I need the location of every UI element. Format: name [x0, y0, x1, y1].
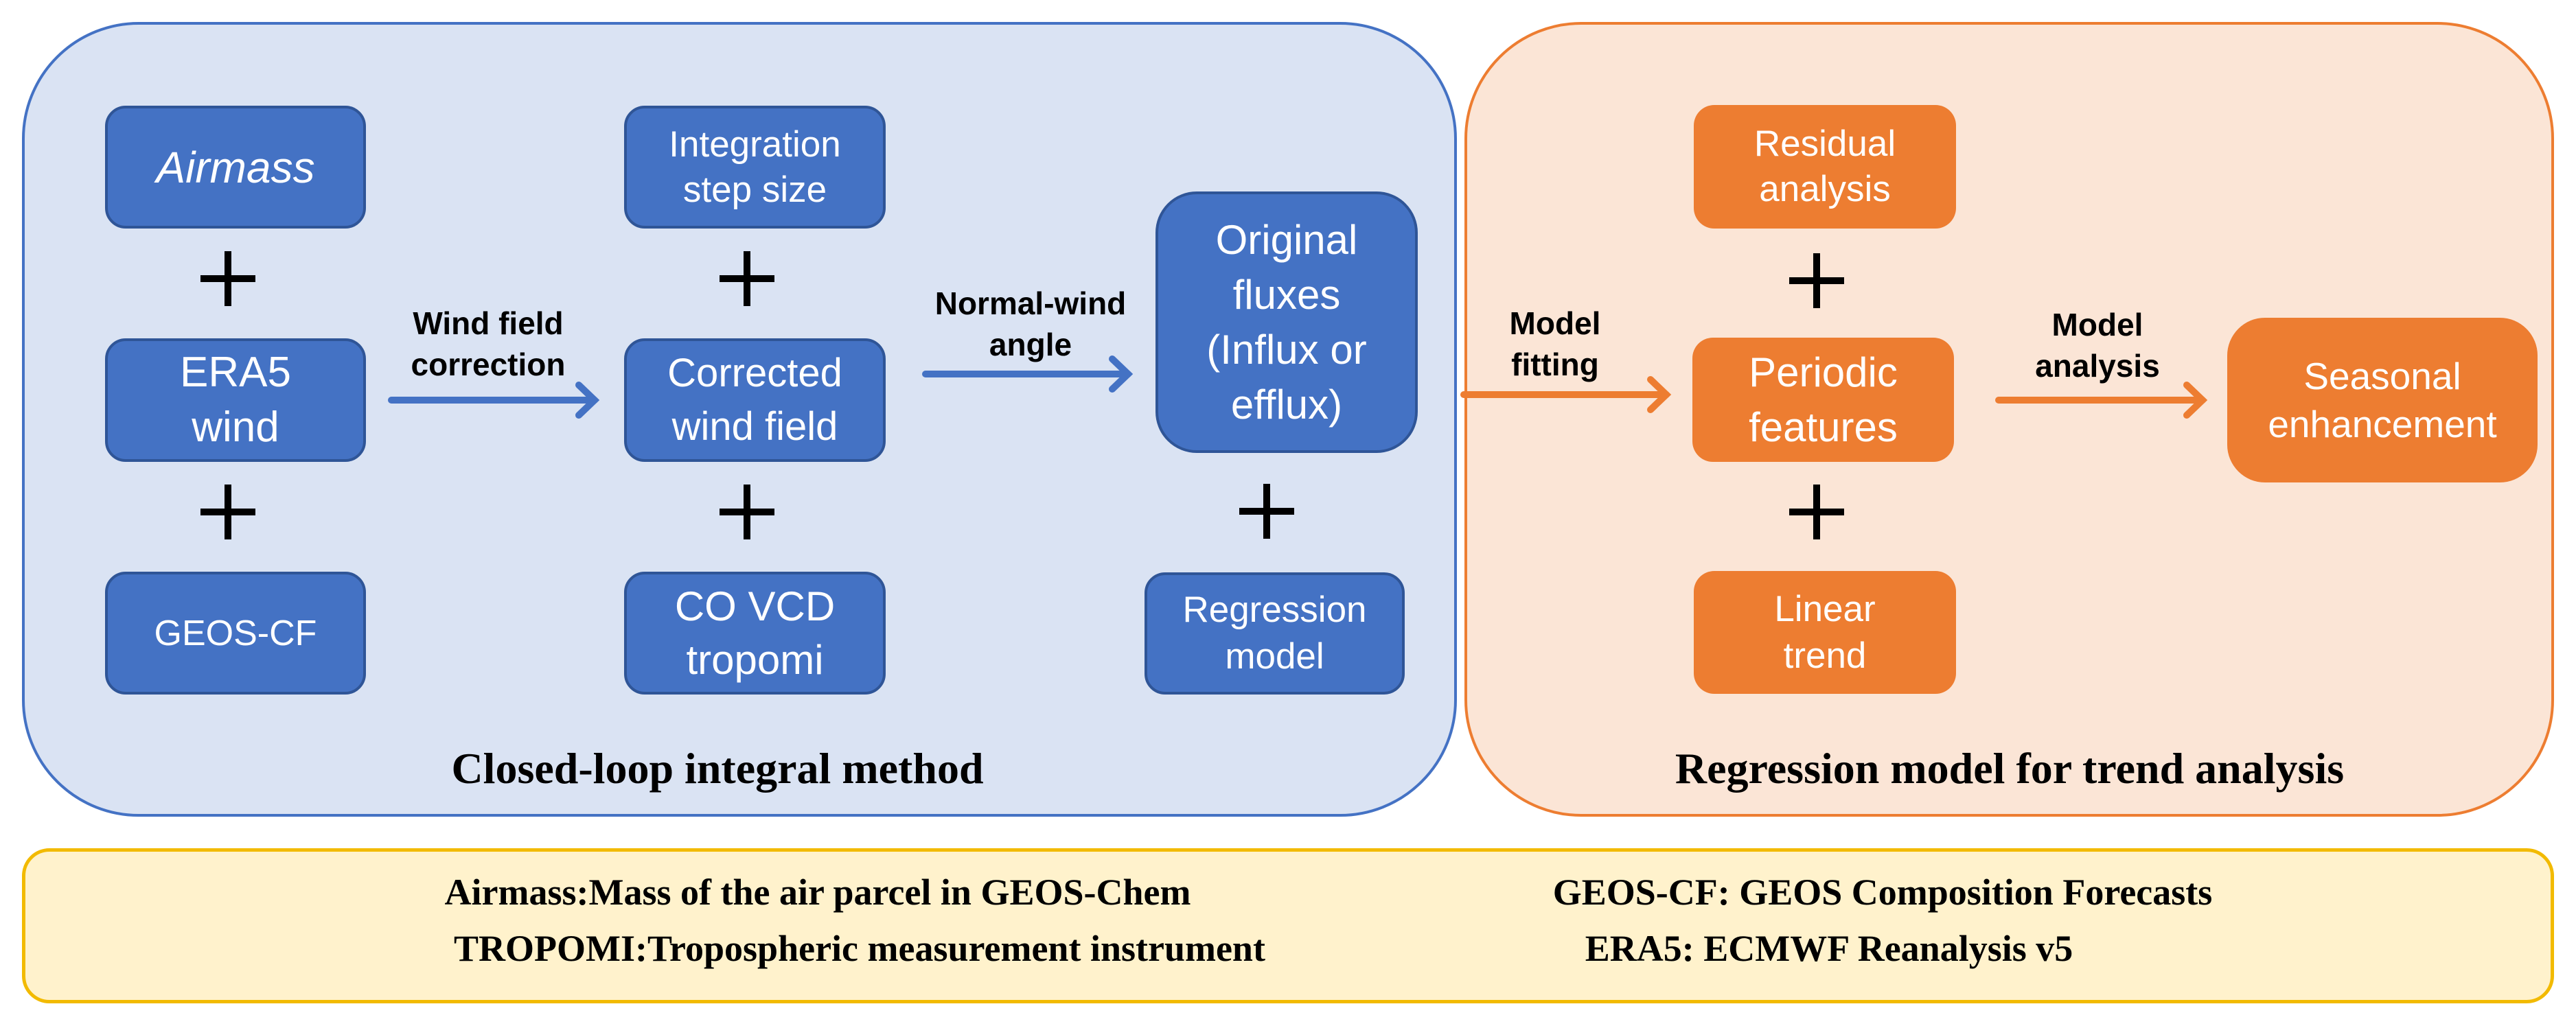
plus-icon: [1789, 253, 1844, 308]
plus-icon: [1239, 484, 1294, 539]
airmass-label: Airmass: [156, 142, 315, 192]
legend-airmass: Airmass:Mass of the air parcel in GEOS-C…: [444, 872, 1191, 913]
plus-icon: [200, 251, 255, 306]
residual-analysis-label: Residual analysis: [1753, 124, 1896, 209]
linear-trend-label: Linear trend: [1774, 588, 1876, 676]
periodic-features-box: Periodic features: [1692, 338, 1954, 462]
model-analysis-label: Model analysis: [2035, 307, 2160, 384]
model-analysis-arrow: [1995, 382, 2208, 419]
co-vcd-tropomi-label: CO VCD tropomi: [674, 583, 836, 683]
periodic-features-label: Periodic features: [1749, 349, 1898, 450]
wind-field-correction-arrow: [388, 382, 600, 419]
legend-geos-cf: GEOS-CF: GEOS Composition Forecasts: [1552, 872, 2213, 913]
normal-wind-angle-arrow: [922, 355, 1134, 393]
model-fitting-label: Model fitting: [1509, 305, 1601, 382]
residual-analysis-box: Residual analysis: [1694, 105, 1956, 229]
wind-field-correction-label: Wind field correction: [411, 305, 566, 382]
airmass-box: Airmass: [105, 106, 366, 229]
linear-trend-box: Linear trend: [1694, 571, 1956, 694]
regression-model-box: Regression model: [1145, 572, 1405, 695]
co-vcd-tropomi-box: CO VCD tropomi: [624, 572, 886, 695]
seasonal-enhancement-label: Seasonal enhancement: [2268, 355, 2497, 445]
abbreviation-legend: [22, 848, 2554, 1003]
regression-model-label: Regression model: [1182, 590, 1367, 677]
plus-icon: [720, 485, 774, 539]
normal-wind-angle-label: Normal-wind angle: [934, 285, 1127, 362]
corrected-wind-field-box: Corrected wind field: [624, 338, 886, 462]
legend-tropomi: TROPOMI:Tropospheric measurement instrum…: [454, 928, 1265, 969]
original-fluxes-label: Original fluxes (Influx or efflux): [1206, 216, 1367, 428]
legend-era5: ERA5: ECMWF Reanalysis v5: [1585, 928, 2073, 969]
era5-wind-label: ERA5 wind: [180, 349, 291, 451]
plus-icon: [200, 485, 255, 539]
corrected-wind-field-label: Corrected wind field: [667, 351, 842, 449]
closed-loop-integral-title: Closed-loop integral method: [451, 744, 984, 793]
seasonal-enhancement-box: Seasonal enhancement: [2227, 318, 2538, 482]
integration-step-size-box: Integration step size: [624, 106, 886, 229]
plus-icon: [1789, 485, 1844, 539]
regression-model-title: Regression model for trend analysis: [1675, 744, 2345, 793]
model-fitting-arrow: [1460, 376, 1672, 413]
geos-cf-label: GEOS-CF: [154, 613, 317, 653]
integration-step-size-label: Integration step size: [669, 124, 841, 210]
plus-icon: [720, 251, 774, 306]
original-fluxes-box: Original fluxes (Influx or efflux): [1155, 191, 1418, 453]
geos-cf-box: GEOS-CF: [105, 572, 366, 695]
era5-wind-box: ERA5 wind: [105, 338, 366, 462]
